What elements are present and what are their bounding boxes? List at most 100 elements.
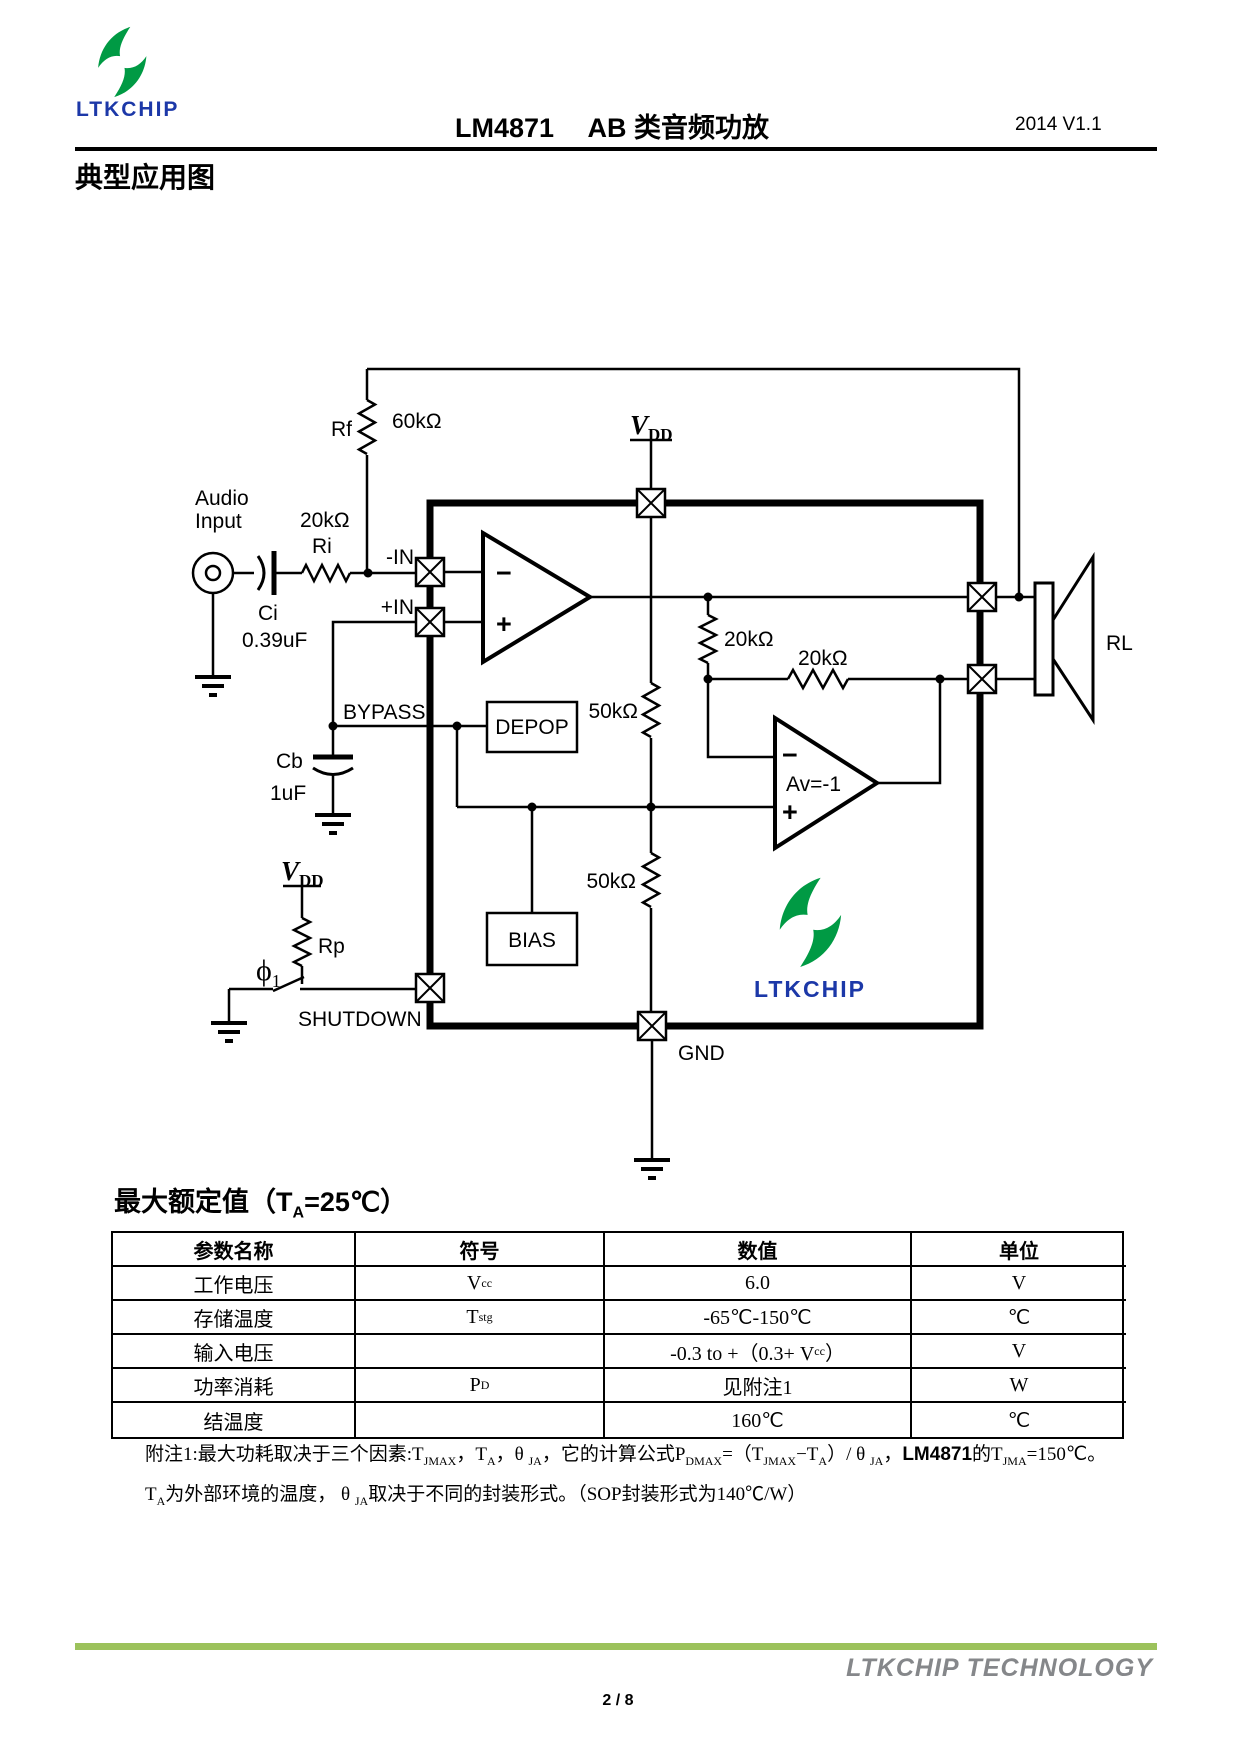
ground-cb-icon	[313, 813, 353, 835]
table-header-symbol: 符号	[356, 1233, 605, 1267]
shutdown-label: SHUTDOWN	[298, 1008, 422, 1031]
table-cell: 功率消耗	[113, 1369, 356, 1403]
depop-label: DEPOP	[495, 716, 569, 739]
page-title: LM4871 AB 类音频功放	[454, 113, 770, 143]
rf-value-label: 60kΩ	[392, 410, 442, 433]
table-cell: -65℃-150℃	[605, 1301, 912, 1335]
r50k-bottom-label: 50kΩ	[586, 870, 636, 893]
ri-label: Ri	[312, 535, 332, 558]
opamp1-plus-icon: +	[496, 609, 512, 639]
r20k-horiz-label: 20kΩ	[798, 647, 848, 670]
opamp2-plus-icon: +	[782, 797, 798, 827]
section-heading-typical-application: 典型应用图	[75, 162, 216, 193]
rf-label: Rf	[331, 418, 352, 441]
circuit-wires	[211, 367, 1035, 1158]
resistor-20k-vertical	[697, 613, 719, 665]
opamp-main	[481, 529, 594, 666]
ci-label: Ci	[258, 602, 278, 625]
header-rule	[75, 147, 1157, 151]
ci-value-label: 0.39uF	[242, 629, 307, 652]
table-cell: 6.0	[605, 1267, 912, 1301]
r20k-vert-label: 20kΩ	[724, 628, 774, 651]
neg-in-label: -IN	[386, 546, 414, 569]
ground-audio-input-icon	[193, 675, 233, 697]
gnd-label: GND	[678, 1042, 725, 1065]
resistor-20k-horizontal	[786, 667, 850, 691]
table-cell: 工作电压	[113, 1267, 356, 1301]
r50k-top-label: 50kΩ	[588, 700, 638, 723]
audio-input-jack-center-icon	[204, 564, 222, 582]
pin-vo2	[966, 663, 998, 695]
chip-logo-icon	[779, 877, 842, 967]
audio-input-label-2: Input	[195, 510, 242, 533]
resistor-rf	[356, 398, 378, 456]
table-cell: V	[912, 1267, 1126, 1301]
table-header-param: 参数名称	[113, 1233, 356, 1267]
table-cell: 160℃	[605, 1403, 912, 1437]
table-cell: W	[912, 1369, 1126, 1403]
table-cell: ℃	[912, 1301, 1126, 1335]
logo-wordmark: LTKCHIP	[76, 98, 180, 121]
table-cell	[356, 1335, 605, 1369]
phi1-label: ϕ1	[256, 954, 281, 991]
depop-block	[485, 700, 579, 754]
opamp2-minus-icon: −	[782, 740, 798, 770]
table-cell: V	[912, 1335, 1126, 1369]
table-cell	[356, 1403, 605, 1437]
footnote-line-1: 附注1:最大功耗取决于三个因素:TJMAX，TA，θ JA，它的计算公式PDMA…	[145, 1444, 1107, 1468]
vdd-label-shutdown: VDD	[281, 856, 324, 890]
capacitor-cb	[312, 754, 354, 776]
table-cell: 见附注1	[605, 1369, 912, 1403]
pin-gnd	[636, 1010, 668, 1042]
pin-vo1	[966, 581, 998, 613]
doc-version: 2014 V1.1	[1015, 114, 1102, 135]
bias-block	[485, 911, 579, 967]
chip-boundary	[426, 499, 984, 1030]
rp-label: Rp	[318, 935, 345, 958]
vdd-label-top: VDD	[630, 410, 673, 444]
chip-logo-wordmark: LTKCHIP	[754, 976, 866, 1002]
junction-dots	[328, 568, 1024, 812]
bias-label: BIAS	[508, 929, 556, 952]
table-cell: 存储温度	[113, 1301, 356, 1335]
bypass-label: BYPASS	[343, 701, 425, 724]
footnotes: 附注1:最大功耗取决于三个因素:TJMAX，TA，θ JA，它的计算公式PDMA…	[145, 1438, 1145, 1518]
logo-blade-top-icon	[98, 26, 131, 68]
footer-company: LTKCHIP TECHNOLOGY	[846, 1654, 1153, 1682]
section-heading-max-ratings: 最大额定值（TA=25℃）	[114, 1187, 408, 1222]
resistor-rp	[291, 916, 313, 968]
ground-gnd-pin-icon	[632, 1158, 672, 1180]
pin-neg-in	[414, 556, 446, 588]
table-header-value: 数值	[605, 1233, 912, 1267]
resistor-ri	[300, 562, 352, 584]
company-logo-icon	[98, 26, 147, 98]
footnote-line-2: TA为外部环境的温度， θ JA取决于不同的封装形式。（SOP封装形式为140℃…	[145, 1483, 807, 1508]
speaker-rl-icon	[1033, 551, 1095, 726]
opamp-inverting	[773, 714, 881, 852]
cb-value-label: 1uF	[270, 782, 306, 805]
resistor-50k-bottom	[640, 851, 662, 909]
resistor-50k-top	[640, 681, 662, 739]
pin-vdd	[635, 487, 667, 519]
footer-bar	[75, 1643, 1157, 1650]
table-cell: ℃	[1007, 1409, 1031, 1432]
av-label: Av=-1	[786, 773, 841, 796]
pos-in-label: +IN	[381, 596, 414, 619]
capacitor-ci	[256, 551, 277, 595]
table-header-unit: 单位	[912, 1233, 1126, 1267]
rl-label: RL	[1106, 632, 1133, 655]
pin-shutdown	[414, 972, 446, 1004]
page-number: 2 / 8	[602, 1692, 634, 1709]
table-cell: 结温度	[113, 1403, 356, 1437]
typical-application-schematic: LTKCHIP Audio Input Rf 60kΩ 20kΩ Ri -IN …	[191, 367, 1133, 1180]
audio-input-label-1: Audio	[195, 487, 249, 510]
ground-switch-icon	[209, 1021, 249, 1043]
ri-value-label: 20kΩ	[300, 509, 350, 532]
opamp1-minus-icon: −	[496, 558, 512, 588]
